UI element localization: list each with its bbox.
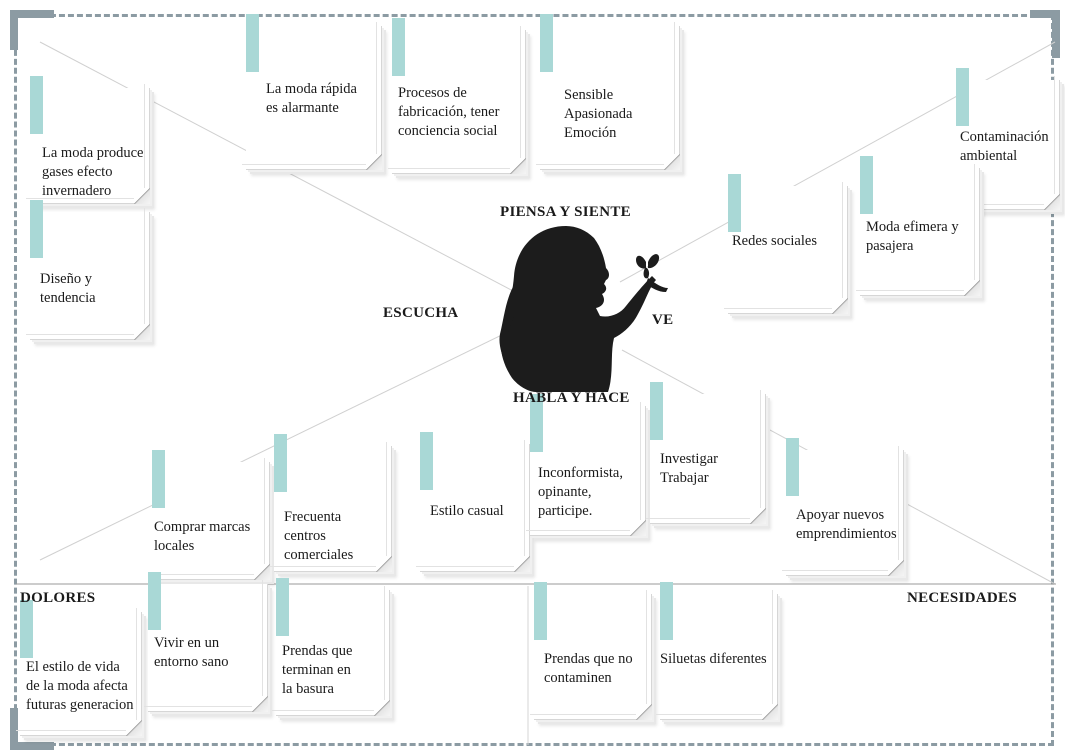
note-text: Estilo casual [430,503,504,519]
tape-strip [956,68,969,126]
note-text: Vivir en un entorno sano [154,635,229,670]
tape-strip [276,578,289,636]
corner-bracket-top-right-v [1052,10,1060,58]
tape-strip [540,14,553,72]
tape-strip [152,450,165,508]
note-ve-moda-efimera: Moda efimera y pasajera [856,156,980,296]
tape-strip [728,174,741,232]
note-text: Frecuenta centros comerciales [284,509,354,563]
corner-bracket-bottom-left-h [10,742,54,750]
tape-strip [650,382,663,440]
tape-strip [530,394,543,452]
note-text: Comprar marcas locales [154,519,251,554]
note-piensa-sensible: Sensible Apasionada Emoción [536,14,680,170]
note-ve-redes: Redes sociales [724,174,848,314]
label-necesidades: NECESIDADES [907,590,1017,606]
note-text: Investigar Trabajar [660,451,718,486]
note-text: Siluetas diferentes [660,651,767,667]
tape-strip [246,14,259,72]
tape-strip [860,156,873,214]
note-text: La moda rápida es alarmante [266,81,357,116]
note-text: Contaminación ambiental [960,129,1049,164]
note-habla-inconformista: Inconformista, opinante, participe. [526,394,646,536]
label-habla-y-hace: HABLA Y HACE [513,390,630,406]
tape-strip [148,572,161,630]
note-habla-emprendimientos: Apoyar nuevos emprendimientos [782,438,904,576]
note-text: Diseño y tendencia [40,271,96,306]
note-habla-investigar: Investigar Trabajar [646,382,766,524]
note-habla-centros-comerciales: Frecuenta centros comerciales [270,434,392,572]
note-text: Inconformista, opinante, participe. [538,465,623,519]
note-necesidades-siluetas: Siluetas diferentes [656,582,778,720]
tape-strip [786,438,799,496]
dashed-frame [14,14,1054,746]
note-escucha-gases: La moda produce gases efecto invernadero [26,76,150,204]
tape-strip [660,582,673,640]
corner-bracket-bottom-left [10,708,18,750]
note-text: Redes sociales [732,233,817,249]
tape-strip [392,18,405,76]
label-piensa-y-siente: PIENSA Y SIENTE [500,204,631,220]
note-piensa-procesos: Procesos de fabricación, tener concienci… [388,18,526,174]
note-dolores-entorno-sano: Vivir en un entorno sano [144,572,268,712]
note-dolores-estilo-vida: El estilo de vida de la moda afecta futu… [16,600,142,736]
note-text: Prendas que terminan en la basura [282,643,353,697]
note-dolores-basura: Prendas que terminan en la basura [272,578,390,716]
tape-strip [20,600,33,658]
note-text: La moda produce gases efecto invernadero [42,145,144,199]
woman-silhouette-icon [499,226,668,392]
corner-bracket-top-left-v [10,10,18,50]
tape-strip [420,432,433,490]
label-dolores: DOLORES [20,590,96,606]
note-escucha-diseno: Diseño y tendencia [26,200,150,340]
note-habla-marcas-locales: Comprar marcas locales [148,450,270,580]
label-escucha: ESCUCHA [383,305,459,321]
tape-strip [30,76,43,134]
note-text: Procesos de fabricación, tener concienci… [398,85,500,139]
tape-strip [30,200,43,258]
corner-bracket-top-right [1030,10,1060,18]
note-necesidades-no-contaminen: Prendas que no contaminen [530,582,652,720]
note-text: Moda efimera y pasajera [866,219,959,254]
tape-strip [274,434,287,492]
note-text: Apoyar nuevos emprendimientos [796,507,897,542]
note-text: Prendas que no contaminen [544,651,633,686]
note-text: Sensible Apasionada Emoción [564,87,633,141]
note-text: El estilo de vida de la moda afecta futu… [26,659,134,713]
label-ve: VE [652,312,674,328]
note-habla-estilo-casual: Estilo casual [416,432,530,572]
corner-bracket-top-left [10,10,54,18]
tape-strip [534,582,547,640]
note-piensa-moda-rapida: La moda rápida es alarmante [242,14,382,170]
